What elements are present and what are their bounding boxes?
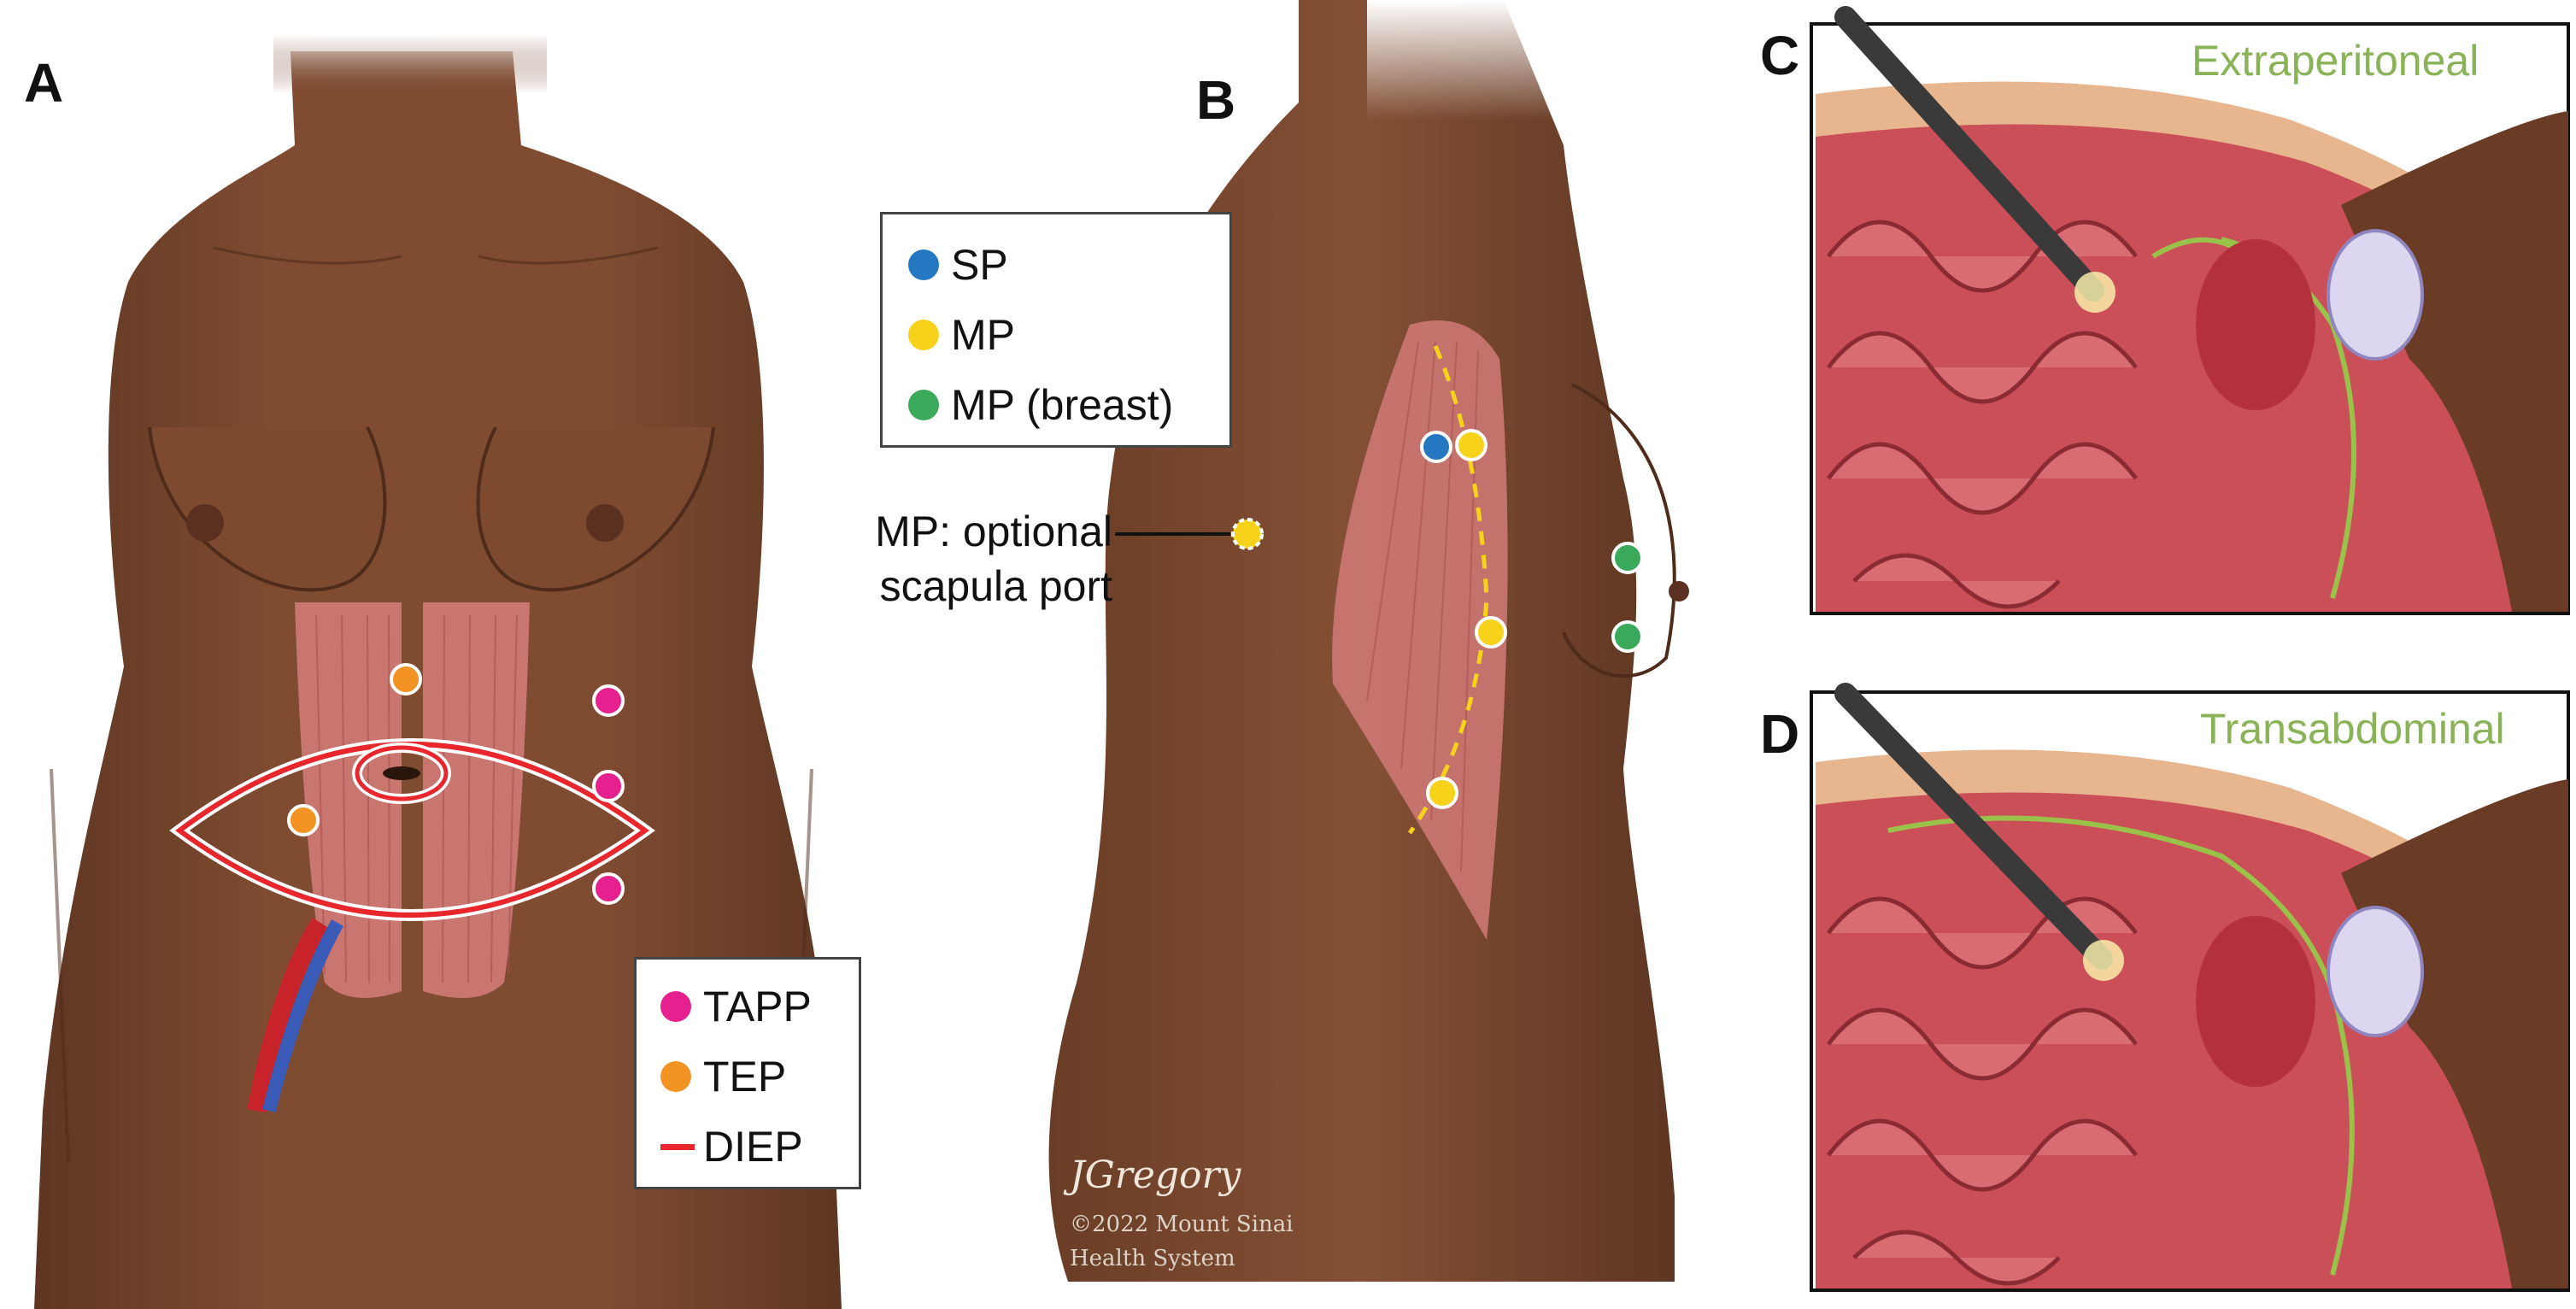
legend-a-label-diep: DIEP (703, 1123, 803, 1171)
laparoscope-d (1834, 683, 2113, 970)
sp-marker-icon (908, 249, 939, 280)
tapp-port-3 (592, 872, 625, 905)
mp-port-2 (1475, 616, 1507, 649)
legend-a-label-tapp: TAPP (703, 983, 812, 1030)
legend-b-item-mp-breast: MP (breast) (908, 370, 1229, 440)
panel-b-letter: B (1196, 69, 1236, 131)
legend-b: SP MP MP (breast) (880, 212, 1232, 448)
legend-a-item-tapp: TAPP (660, 971, 859, 1042)
artery (247, 918, 329, 1113)
sp-port (1420, 431, 1452, 463)
panel-b: B (820, 0, 1752, 1309)
legend-b-item-mp: MP (908, 300, 1229, 370)
panel-c-letter: C (1760, 25, 1800, 86)
panel-a: A (0, 0, 863, 1309)
legend-a: TAPP TEP DIEP (634, 957, 861, 1189)
laparoscope-c (1834, 6, 2104, 302)
neck-fade (273, 34, 547, 94)
panel-c-title: Extraperitoneal (2192, 37, 2479, 85)
callout-line-1: MP: optional (875, 508, 1112, 555)
mp-breast-port-1 (1611, 542, 1644, 574)
copyright-line-1: ©2022 Mount Sinai (1070, 1212, 1294, 1237)
mp-port-3 (1426, 777, 1458, 809)
vein (262, 919, 343, 1112)
tep-marker-icon (660, 1061, 691, 1092)
tep-port-lower (287, 804, 320, 836)
legend-b-label-mp-breast: MP (breast) (951, 381, 1174, 429)
panel-c-illustration (1810, 6, 2570, 615)
mp-optional-scapula-port (1231, 518, 1264, 550)
panel-d-title: Transabdominal (2200, 705, 2505, 753)
mp-breast-marker-icon (908, 390, 939, 420)
mp-marker-icon (908, 320, 939, 350)
incision-dashed-line (1407, 345, 1489, 835)
legend-b-label-mp: MP (951, 311, 1015, 359)
tapp-marker-icon (660, 991, 691, 1022)
legend-a-item-tep: TEP (660, 1042, 859, 1112)
pelvis-cross-section-d (1816, 749, 2568, 1288)
mp-breast-port-2 (1611, 620, 1644, 653)
panel-b-illustration (1048, 0, 1689, 1282)
breast-left (148, 426, 387, 592)
artist-signature: JGregory (1070, 1153, 1241, 1197)
legend-a-item-diep: DIEP (660, 1112, 859, 1182)
diep-line-icon (660, 1143, 695, 1150)
callout-line-2: scapula port (879, 562, 1112, 610)
tapp-port-2 (592, 770, 625, 802)
panel-d: D Transabdominal (1743, 668, 2576, 1300)
tapp-port-1 (592, 684, 625, 717)
panel-d-letter: D (1760, 703, 1800, 765)
panel-d-illustration (1810, 683, 2570, 1292)
legend-b-label-sp: SP (951, 241, 1008, 289)
pelvis-cross-section-c (1816, 81, 2568, 613)
tep-port-upper (390, 663, 422, 696)
legend-b-item-sp: SP (908, 230, 1229, 300)
panel-c: C Extraperitoneal (1743, 0, 2576, 632)
legend-a-label-tep: TEP (703, 1053, 787, 1101)
mp-port-1 (1455, 429, 1488, 461)
panel-a-letter: A (24, 52, 64, 114)
arm-fade (1367, 0, 1606, 120)
copyright-line-2: Health System (1070, 1246, 1235, 1271)
scapula-port-callout: MP: optional scapula port (822, 504, 1112, 613)
